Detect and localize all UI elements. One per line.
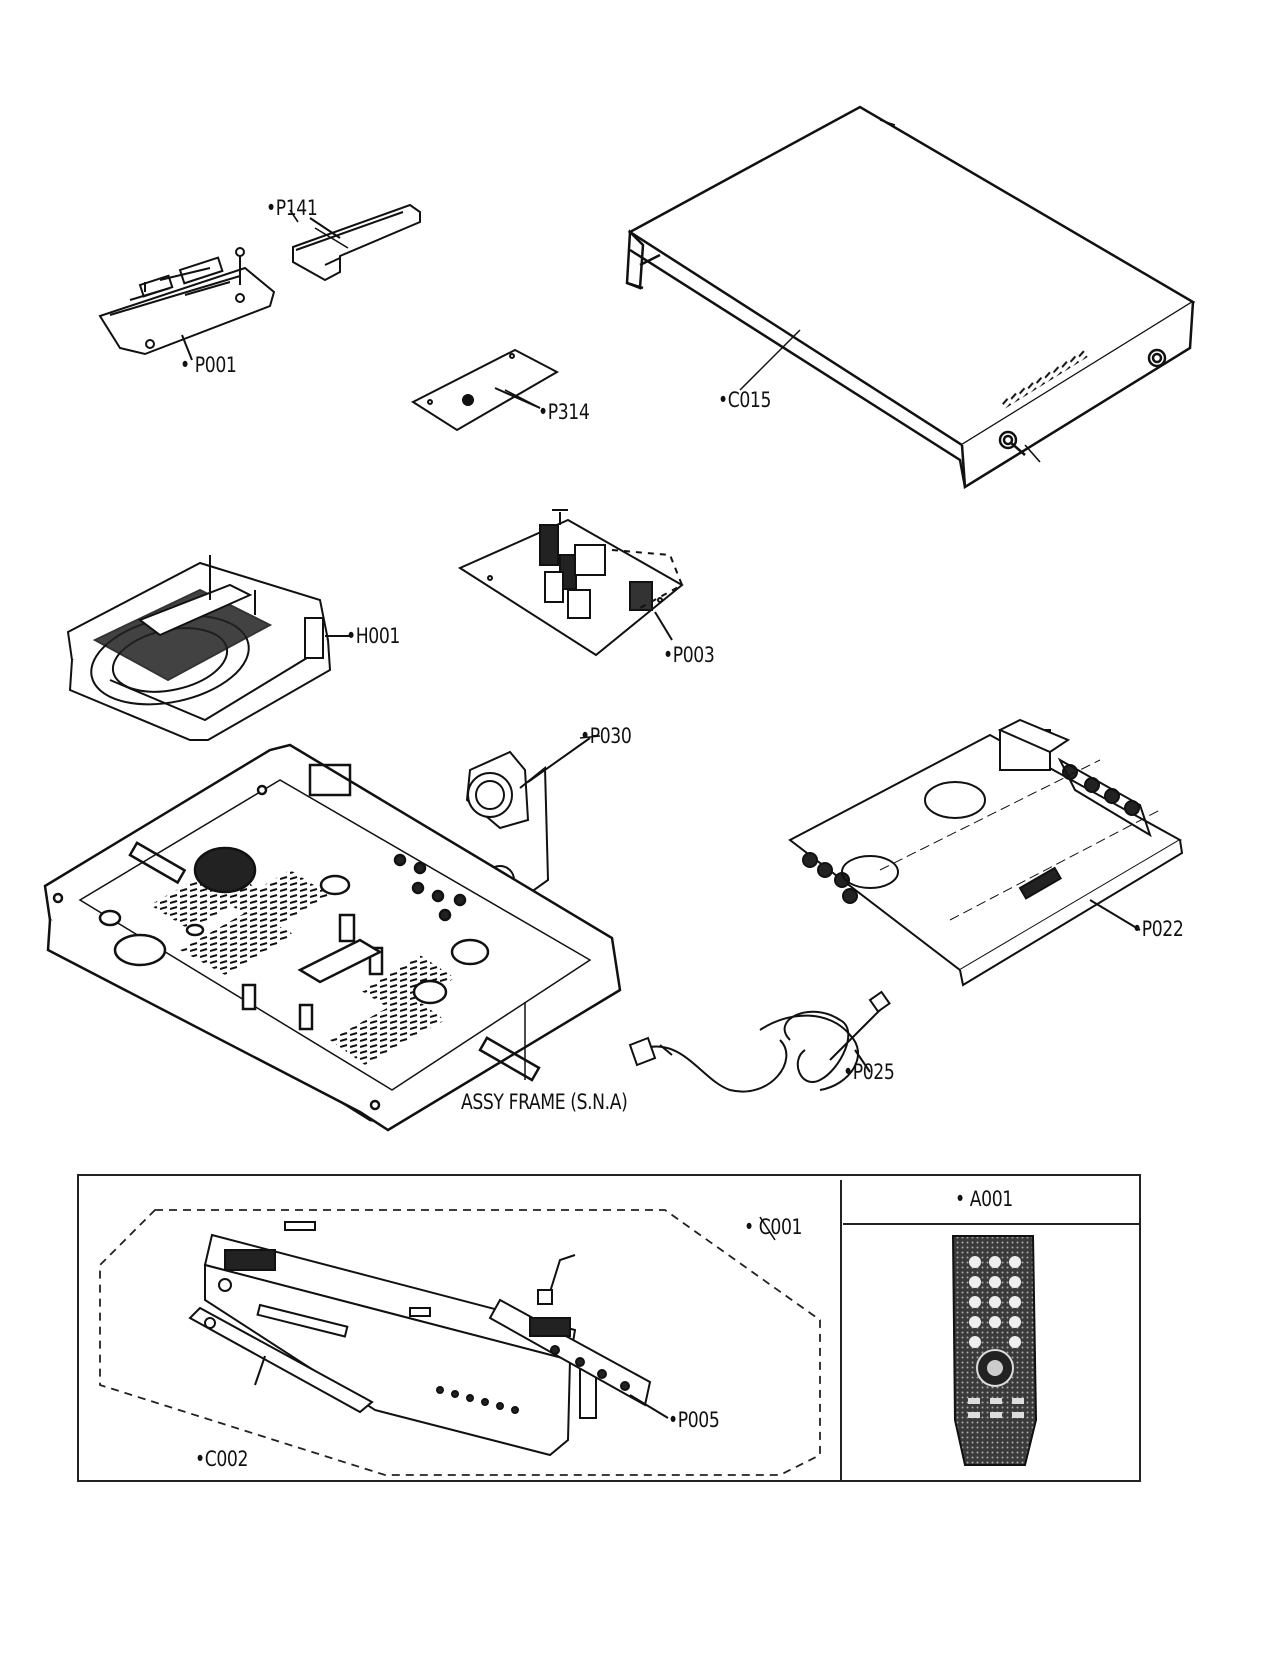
a001-remote-control bbox=[951, 1235, 1038, 1466]
c002-display-window bbox=[188, 1306, 374, 1414]
label-c002: •C002 bbox=[195, 1447, 249, 1471]
p001-board bbox=[98, 247, 276, 361]
p003-board bbox=[457, 509, 684, 657]
label-c015: •C015 bbox=[718, 388, 772, 412]
label-p005: •P005 bbox=[668, 1408, 720, 1432]
p025-power-cord bbox=[628, 990, 891, 1093]
label-p141: •P141 bbox=[266, 196, 318, 220]
label-p022: •P022 bbox=[1132, 917, 1184, 941]
label-h001: •H001 bbox=[346, 624, 400, 648]
label-p025: •P025 bbox=[843, 1060, 895, 1084]
p005-front-board bbox=[488, 1254, 669, 1419]
label-c001: • C001 bbox=[744, 1215, 803, 1239]
label-assy-frame: ASSY FRAME (S.N.A) bbox=[461, 1090, 628, 1114]
label-p314: •P314 bbox=[538, 400, 590, 424]
c001-outline bbox=[99, 1209, 821, 1476]
c001-front-panel bbox=[203, 1221, 597, 1457]
c015-top-cover bbox=[625, 105, 1196, 490]
p314-board bbox=[410, 348, 560, 432]
label-p030: •P030 bbox=[580, 724, 632, 748]
p022-main-board bbox=[788, 718, 1184, 987]
leader-lines bbox=[289, 209, 1041, 1241]
bottom-frame bbox=[77, 1174, 1141, 1482]
h001-disc-loader bbox=[66, 555, 350, 741]
label-a001: • A001 bbox=[955, 1187, 1013, 1211]
p141-bracket bbox=[292, 203, 421, 282]
label-p001: • P001 bbox=[180, 353, 237, 377]
assy-frame-chassis bbox=[43, 743, 622, 1132]
label-p003: •P003 bbox=[663, 643, 715, 667]
